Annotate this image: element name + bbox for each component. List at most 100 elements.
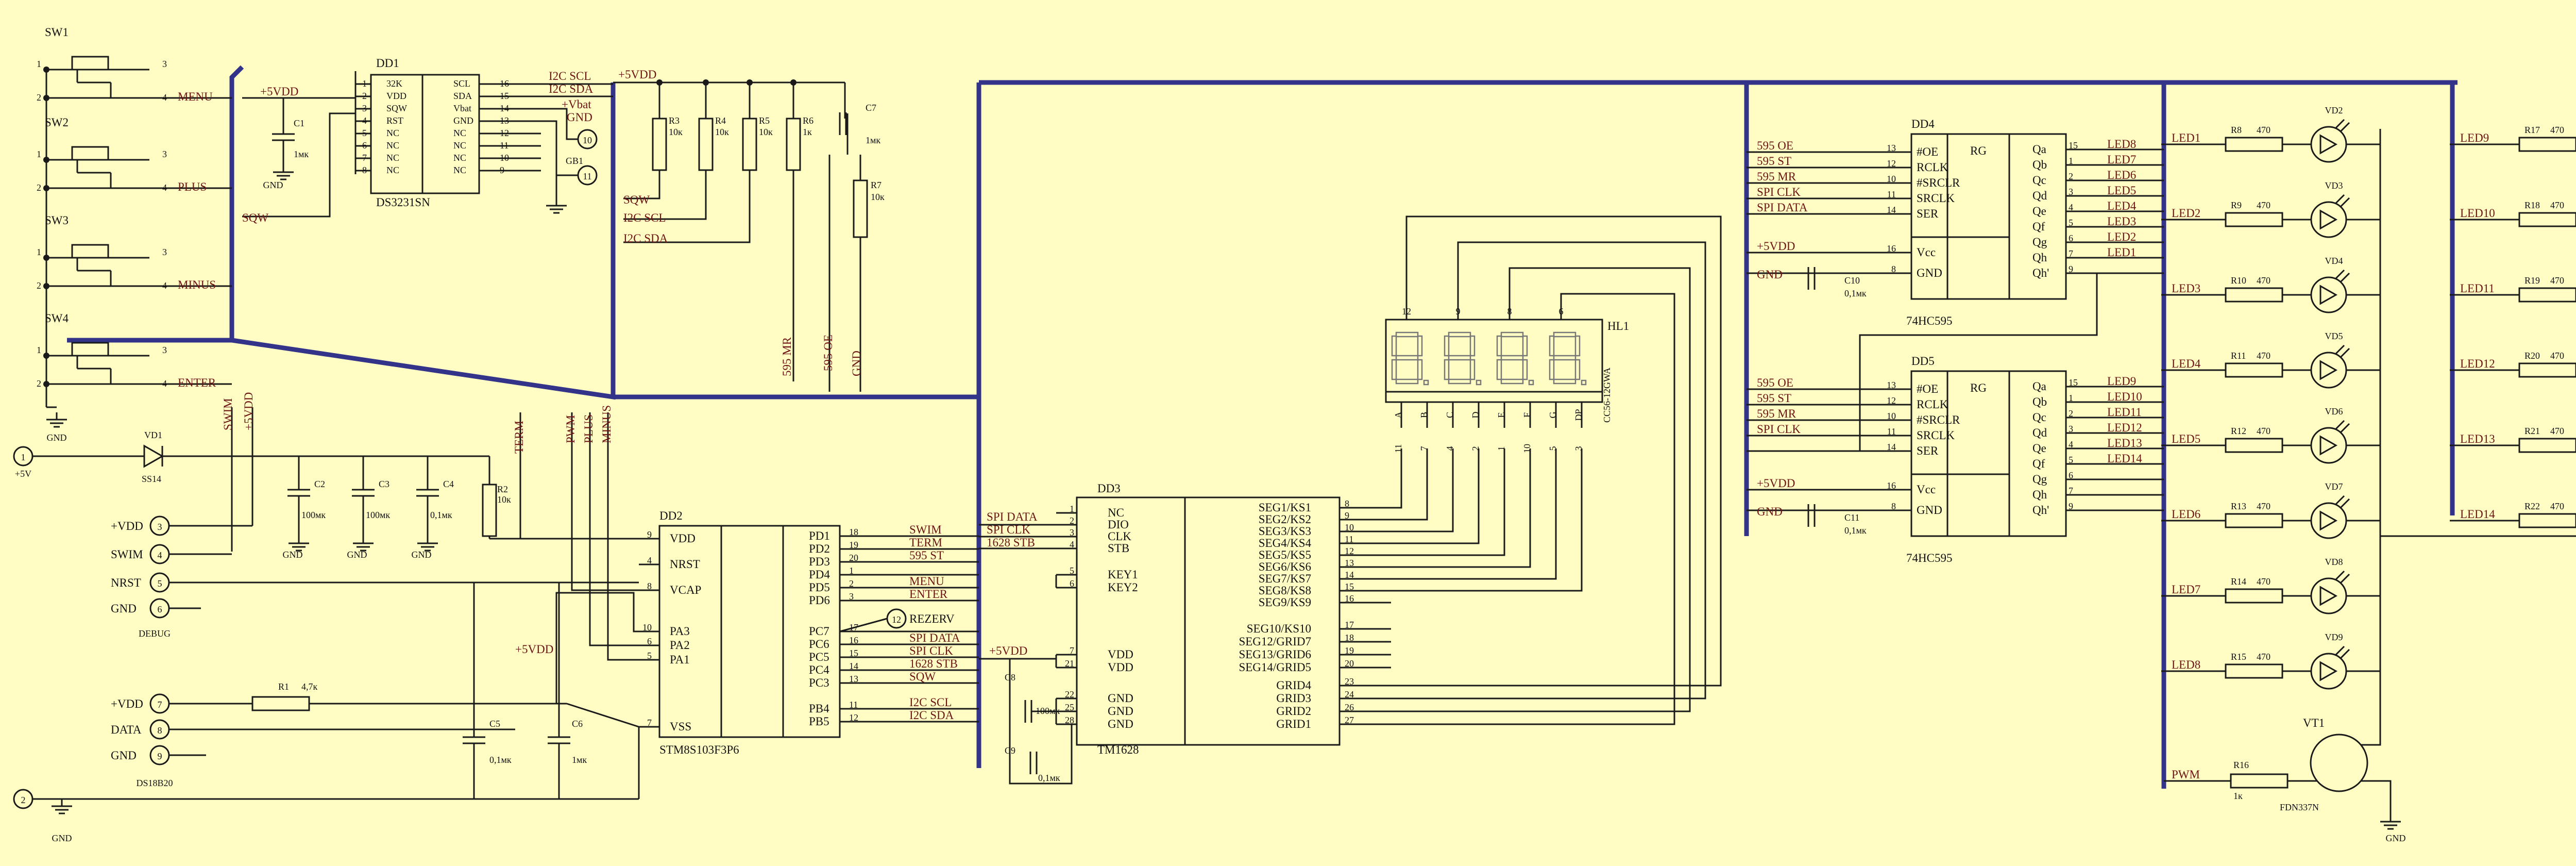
gnd-label: GND [1757, 268, 1783, 281]
grid-wire [1340, 215, 1722, 687]
dd3-pin-num: 26 [1345, 702, 1354, 712]
grid-wire [1340, 267, 1691, 712]
r1-ref: R1 [278, 681, 289, 692]
led-resistor-value: 470 [2257, 652, 2270, 662]
led-net-label: LED2 [2107, 230, 2136, 243]
led-resistor [2225, 362, 2283, 378]
dd2-stm8 [658, 525, 841, 738]
dd1-pin-num: 1 [362, 78, 367, 89]
minus-label: MINUS [600, 405, 613, 443]
seg-dp [1476, 379, 1482, 386]
pin-num: 13 [1887, 380, 1896, 390]
dd2-pin: PB4 [809, 702, 829, 715]
led-net-label: LED1 [2107, 246, 2136, 259]
led-net-label: LED7 [2172, 583, 2200, 596]
hl1-seg-pin: 1 [1496, 446, 1506, 451]
net-label: SPI CLK [1757, 186, 1801, 198]
led-net-label: LED5 [2107, 184, 2136, 197]
led-resistor [2225, 588, 2283, 604]
ds18b20-pin-number: 7 [158, 700, 162, 710]
led-resistor-ref: R8 [2231, 125, 2242, 135]
led-net-label: LED7 [2107, 153, 2136, 166]
resistor-value: 10к [715, 127, 729, 137]
resistor-value: 10к [669, 127, 683, 137]
c7-ref: C7 [866, 103, 876, 113]
gnd-label: GND [263, 180, 283, 190]
net-label: SPI CLK [1757, 423, 1801, 436]
pin-num: 15 [2069, 377, 2078, 388]
led-ref: VD3 [2325, 180, 2343, 191]
dd2-pin: PC4 [809, 663, 829, 676]
dd2-pin: PD6 [809, 594, 830, 607]
hl1-seg-pin: 7 [1419, 446, 1429, 451]
pin-name: Qh' [2032, 267, 2049, 279]
ds18b20-label: +VDD [111, 697, 143, 710]
led-resistor [2518, 362, 2576, 378]
led-triangle [2319, 360, 2338, 380]
dd3-pin: SEG9/KS9 [1259, 596, 1311, 609]
dd2-pin: PC7 [809, 625, 829, 638]
seg-f [1391, 335, 1397, 357]
pin-name: Qb [2032, 395, 2047, 408]
dd1-pin-num: 7 [362, 153, 367, 163]
dd3-pin-num: 16 [1345, 593, 1354, 604]
dd3-tm1628 [1076, 496, 1341, 746]
dd2-pin-num: 17 [849, 622, 858, 632]
switch-pin: 1 [37, 59, 41, 69]
pin-num: 2 [2069, 171, 2073, 181]
wire [2360, 780, 2392, 814]
c9-value: 0,1мк [1038, 773, 1060, 783]
junction-dot [43, 95, 49, 101]
led-net-label: LED11 [2107, 406, 2142, 419]
led-resistor [2225, 137, 2283, 152]
seg-f [1549, 335, 1555, 357]
dd3-pin: SEG12/GRID7 [1239, 635, 1311, 648]
pin-num: 14 [1887, 205, 1896, 215]
cap-ref: C2 [314, 479, 325, 489]
led-resistor [2225, 663, 2283, 679]
led-diode [2310, 201, 2347, 238]
switch-actuator [71, 342, 109, 357]
dd1-pin-num: 13 [500, 115, 509, 126]
pin-num: 5 [2069, 455, 2073, 465]
r7-value: 10к [871, 192, 885, 202]
seg-d [1553, 378, 1577, 385]
pin-num: 7 [2069, 486, 2073, 496]
c8-ref: C8 [1005, 672, 1015, 682]
seg-f [1496, 335, 1502, 357]
bus-left [67, 65, 244, 343]
pin-name: Qe [2032, 442, 2046, 455]
debug-label: GND [111, 602, 137, 615]
led-ref: VD6 [2325, 406, 2343, 417]
seg-d [1500, 378, 1524, 385]
dd2-pin: PD2 [809, 542, 830, 555]
dd3-pin-num: 10 [1345, 522, 1354, 532]
hl1-seg-pin: 10 [1522, 444, 1532, 453]
debug-title: DEBUG [139, 628, 171, 639]
led-net-label: LED3 [2172, 282, 2200, 295]
r16-ref: R16 [2233, 760, 2249, 770]
dd2-pin-num: 10 [642, 622, 652, 632]
c10-ref: C10 [1844, 275, 1860, 286]
dd1-pin: 32K [386, 78, 402, 89]
vt1-ref: VT1 [2303, 717, 2325, 729]
led-net-label: LED4 [2172, 357, 2201, 370]
debug-pin [149, 544, 170, 564]
ds18b20-label: DATA [111, 723, 142, 736]
dd1-pin-num: 6 [362, 140, 367, 151]
pin-name: SER [1917, 207, 1939, 220]
connector-5v-label: +5V [15, 469, 31, 479]
pin-name: Vcc [1917, 246, 1936, 259]
dd3-pin: GND [1108, 692, 1133, 705]
vt1-mosfet [2310, 734, 2368, 792]
dd1-pin-num: 16 [500, 78, 509, 89]
led-resistor-ref: R11 [2231, 351, 2246, 361]
dd5-74hc595 [1910, 370, 2067, 537]
dd2-pin: PD1 [809, 529, 830, 542]
led-resistor [2225, 438, 2283, 453]
wire [555, 592, 639, 704]
resistor-ref: R3 [669, 115, 680, 126]
pin-name: Qb [2032, 158, 2047, 171]
dd2-pin: VCAP [670, 584, 701, 596]
vdd-label: +5VDD [989, 644, 1027, 657]
